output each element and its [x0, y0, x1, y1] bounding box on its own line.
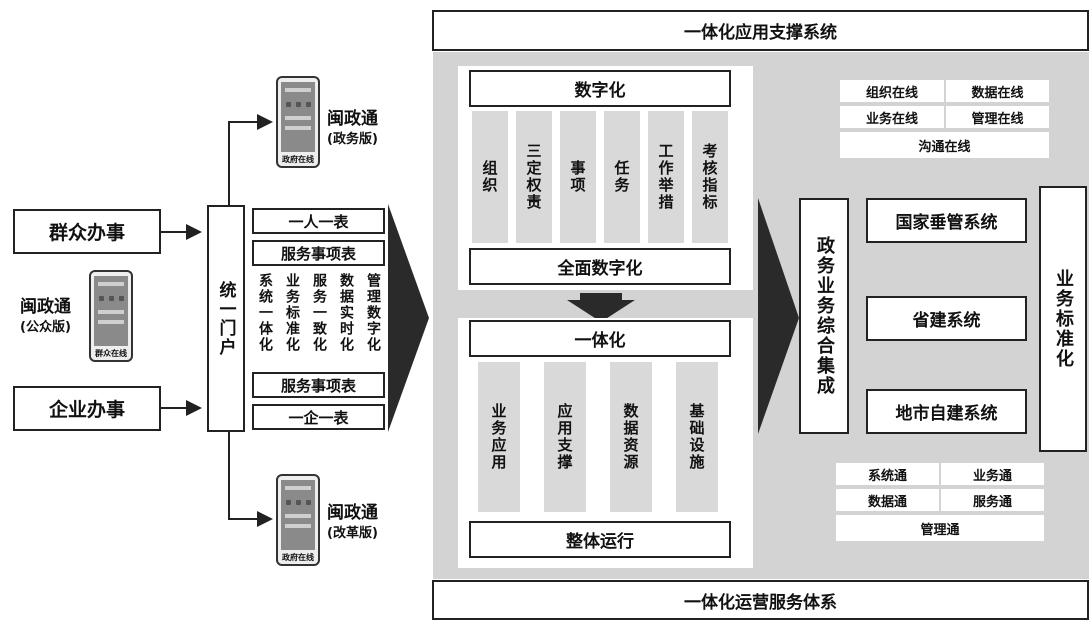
- online-data: 数据在线: [946, 80, 1049, 102]
- digital-header: 数字化: [469, 70, 731, 107]
- digital-col-5: 工作举措: [648, 111, 684, 243]
- phone-reform-icon: 政府在线: [276, 474, 320, 566]
- service-items-table-top: 服务事项表: [252, 240, 385, 266]
- qiye-box: 企业办事: [13, 386, 161, 431]
- gov-business-integration: 政务业务综合集成: [799, 198, 849, 434]
- integration-col-4: 基础设施: [676, 362, 718, 512]
- public-edition-label: (公众版): [20, 320, 71, 335]
- minzhengtong-reform-label: 闽政通: [327, 503, 378, 523]
- standard-col-4: 数据实时化: [338, 273, 354, 353]
- digital-col-4: 任务: [604, 111, 640, 243]
- integration-col-2: 应用支撑: [544, 362, 586, 512]
- minzhengtong-public-label: 闽政通: [20, 297, 71, 317]
- digital-col-6: 考核指标: [692, 111, 728, 243]
- system-national: 国家垂管系统: [866, 198, 1027, 243]
- phone-gov-icon: 政府在线: [276, 76, 320, 168]
- digital-col-3: 事项: [560, 111, 596, 243]
- integration-col-1: 业务应用: [478, 362, 520, 512]
- online-business: 业务在线: [840, 106, 944, 128]
- tong-business: 业务通: [941, 463, 1044, 485]
- tong-management: 管理通: [836, 515, 1044, 541]
- integration-header: 一体化: [469, 320, 731, 357]
- system-provincial: 省建系统: [866, 296, 1027, 341]
- digital-col-1: 组织: [472, 111, 508, 243]
- digital-col-2: 三定权责: [516, 111, 552, 243]
- standard-col-1: 系统一体化: [257, 273, 273, 353]
- qunzhong-box: 群众办事: [13, 209, 161, 254]
- service-items-table-bottom: 服务事项表: [252, 372, 385, 398]
- business-standardization: 业务标准化: [1039, 186, 1087, 452]
- minzhengtong-gov-label: 闽政通: [327, 109, 378, 129]
- phone-public-icon: 群众在线: [89, 270, 133, 362]
- unified-portal: 统一门户: [207, 205, 245, 432]
- standard-col-3: 服务一致化: [311, 273, 327, 353]
- yiqi-yibiao-box: 一企一表: [252, 404, 385, 430]
- yiren-yibiao-box: 一人一表: [252, 208, 385, 234]
- full-digital-box: 全面数字化: [469, 248, 731, 285]
- integration-col-3: 数据资源: [610, 362, 652, 512]
- reform-edition-label: (改革版): [327, 526, 378, 541]
- tong-data: 数据通: [836, 489, 939, 511]
- overall-operation-box: 整体运行: [469, 521, 731, 558]
- online-management: 管理在线: [946, 106, 1049, 128]
- standard-col-5: 管理数字化: [365, 273, 381, 353]
- system-city: 地市自建系统: [866, 389, 1027, 434]
- standard-col-2: 业务标准化: [284, 273, 300, 353]
- tong-system: 系统通: [836, 463, 939, 485]
- top-bar: 一体化应用支撑系统: [432, 10, 1089, 51]
- gov-edition-label: (政务版): [327, 132, 378, 147]
- online-org: 组织在线: [840, 80, 944, 102]
- tong-service: 服务通: [941, 489, 1044, 511]
- online-communication: 沟通在线: [840, 132, 1049, 158]
